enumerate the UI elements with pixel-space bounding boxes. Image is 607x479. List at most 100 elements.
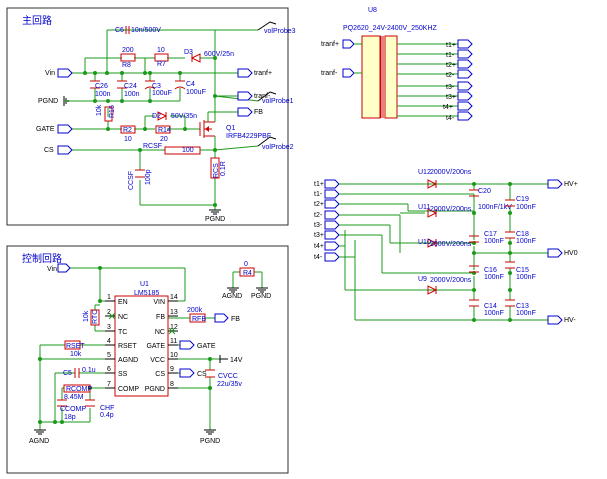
resistor-rcsf: RCSF 100 bbox=[143, 143, 201, 155]
capacitor-ccsf: CCSF 100p bbox=[128, 169, 152, 190]
svg-text:RCS: RCS bbox=[213, 163, 220, 178]
port-gate-ctrl: GATE bbox=[179, 340, 216, 350]
ic-pin-number: 4 bbox=[107, 338, 111, 345]
svg-text:100p: 100p bbox=[145, 169, 152, 185]
svg-text:R15: R15 bbox=[109, 105, 116, 118]
svg-text:R7: R7 bbox=[157, 61, 166, 68]
ic-pin-name: VCC bbox=[150, 357, 165, 364]
svg-text:C14: C14 bbox=[484, 303, 497, 310]
svg-text:10k: 10k bbox=[70, 351, 82, 358]
capacitor-c5: C5 0.1u bbox=[63, 367, 96, 378]
capacitor-c18: C18 100nF bbox=[505, 231, 536, 245]
diode-d2: D2 50V/35n bbox=[152, 111, 197, 121]
capacitor-c24: C24 100n bbox=[117, 80, 140, 98]
svg-text:10: 10 bbox=[124, 136, 132, 143]
resistor-r2: R2 10 bbox=[120, 125, 136, 143]
svg-text:0.4p: 0.4p bbox=[100, 412, 114, 419]
rectifier-inputs: t1+ t1- t2+ t2- t3- t3+ t4+ t4- bbox=[314, 179, 340, 262]
svg-text:t1+: t1+ bbox=[314, 181, 324, 188]
ic-pin-number: 1 bbox=[107, 294, 111, 301]
svg-text:C19: C19 bbox=[516, 196, 529, 203]
svg-text:volProbe1: volProbe1 bbox=[262, 98, 294, 105]
svg-text:FB: FB bbox=[254, 109, 263, 116]
svg-text:0: 0 bbox=[244, 261, 248, 268]
svg-text:U1: U1 bbox=[140, 281, 149, 288]
port-fb-ctrl: FB bbox=[214, 313, 240, 323]
resistor-r4: 0 R4 bbox=[239, 261, 255, 277]
ic-pin-name: FB bbox=[156, 314, 165, 321]
transformer-outputs: t1+ t1- t2+ t2- t3- t3+ t4+ t4- bbox=[397, 39, 473, 122]
svg-text:t2+: t2+ bbox=[446, 62, 456, 69]
resistor-rset: RSET 10k bbox=[64, 340, 85, 358]
svg-text:HV0: HV0 bbox=[564, 250, 578, 257]
svg-text:FB: FB bbox=[231, 316, 240, 323]
port-tranf-minus: tranf- bbox=[237, 91, 271, 101]
rectifier-wires bbox=[339, 183, 548, 321]
ic-u1-pins: 1EN2NC3TC4RSET5AGND6SS7COMP14VIN13FB12NC… bbox=[105, 294, 178, 393]
port-hv0: HV0 bbox=[547, 248, 578, 258]
svg-text:Q1: Q1 bbox=[226, 125, 235, 132]
svg-text:C20: C20 bbox=[478, 188, 491, 195]
capacitor-ccomp: CCOMP 18p bbox=[57, 399, 86, 421]
svg-text:R14: R14 bbox=[158, 127, 171, 134]
svg-text:GATE: GATE bbox=[197, 343, 216, 350]
svg-text:RCOMP: RCOMP bbox=[66, 386, 92, 393]
svg-text:10n/500V: 10n/500V bbox=[131, 27, 161, 34]
diode-d3: D3 600V/25n bbox=[184, 49, 234, 63]
svg-text:t1-: t1- bbox=[446, 52, 455, 59]
ic-pin-name: CS bbox=[155, 371, 165, 378]
ic-pin-number: 6 bbox=[107, 366, 111, 373]
ic-pin-number: 8 bbox=[170, 381, 174, 388]
svg-text:14V: 14V bbox=[230, 357, 243, 364]
port-fb: FB bbox=[237, 107, 263, 117]
svg-text:C13: C13 bbox=[516, 303, 529, 310]
svg-text:CCSF: CCSF bbox=[128, 171, 135, 190]
svg-text:t1-: t1- bbox=[314, 191, 323, 198]
nc-mark bbox=[108, 312, 116, 320]
capacitor-c14: C14 100nF bbox=[469, 299, 504, 317]
svg-text:2000V/200ns: 2000V/200ns bbox=[430, 241, 472, 248]
ic-pin-name: VIN bbox=[153, 299, 165, 306]
ground-pgnd-r4: PGND bbox=[251, 287, 271, 300]
mosfet-q1: Q1 IRFB4229PBF bbox=[199, 120, 271, 140]
ground-pgnd-main: PGND bbox=[205, 209, 225, 223]
svg-text:t3+: t3+ bbox=[314, 232, 324, 239]
port-hv-plus: HV+ bbox=[547, 179, 578, 189]
port-vin1: Vin1 bbox=[47, 263, 71, 273]
diode-u11: U11 2000V/200ns bbox=[418, 204, 472, 218]
svg-text:200: 200 bbox=[122, 47, 134, 54]
svg-text:100nF: 100nF bbox=[516, 204, 536, 211]
svg-text:t2-: t2- bbox=[314, 212, 323, 219]
svg-text:8.45M: 8.45M bbox=[64, 394, 84, 401]
main-junctions bbox=[83, 56, 217, 207]
diode-u9: U9 2000V/200ns bbox=[418, 276, 472, 295]
svg-text:20: 20 bbox=[160, 136, 168, 143]
capacitor-c16: C16 100nF bbox=[469, 265, 504, 281]
ic-pin-number: 12 bbox=[170, 324, 178, 331]
port-gate: GATE bbox=[36, 124, 73, 134]
svg-text:t4+: t4+ bbox=[443, 104, 453, 111]
svg-text:C5: C5 bbox=[63, 370, 72, 377]
svg-text:AGND: AGND bbox=[29, 438, 49, 445]
ic-pin-number: 10 bbox=[170, 352, 178, 359]
ic-pin-name: COMP bbox=[118, 386, 139, 393]
ic-pin-number: 2 bbox=[107, 309, 111, 316]
ic-pin-name: RSET bbox=[118, 343, 137, 350]
svg-text:2000V/200ns: 2000V/200ns bbox=[430, 277, 472, 284]
svg-text:tranf+: tranf+ bbox=[321, 41, 339, 48]
svg-text:100nF: 100nF bbox=[516, 310, 536, 317]
svg-text:C16: C16 bbox=[484, 267, 497, 274]
svg-text:PGND: PGND bbox=[205, 216, 225, 223]
svg-text:200k: 200k bbox=[187, 307, 203, 314]
ic-pin-name: PGND bbox=[145, 386, 165, 393]
svg-text:2000V/200ns: 2000V/200ns bbox=[430, 206, 472, 213]
svg-text:C18: C18 bbox=[516, 231, 529, 238]
svg-text:10k: 10k bbox=[96, 104, 103, 116]
svg-text:C4: C4 bbox=[186, 81, 195, 88]
ic-pin-number: 5 bbox=[107, 352, 111, 359]
svg-text:t3-: t3- bbox=[314, 222, 323, 229]
transformer-u8: U8 PQ2620_24V-2400V_250KHZ tranf+ tranf- bbox=[321, 7, 438, 119]
svg-text:100nF/1kV: 100nF/1kV bbox=[478, 204, 512, 211]
svg-text:0.1u: 0.1u bbox=[82, 367, 96, 374]
